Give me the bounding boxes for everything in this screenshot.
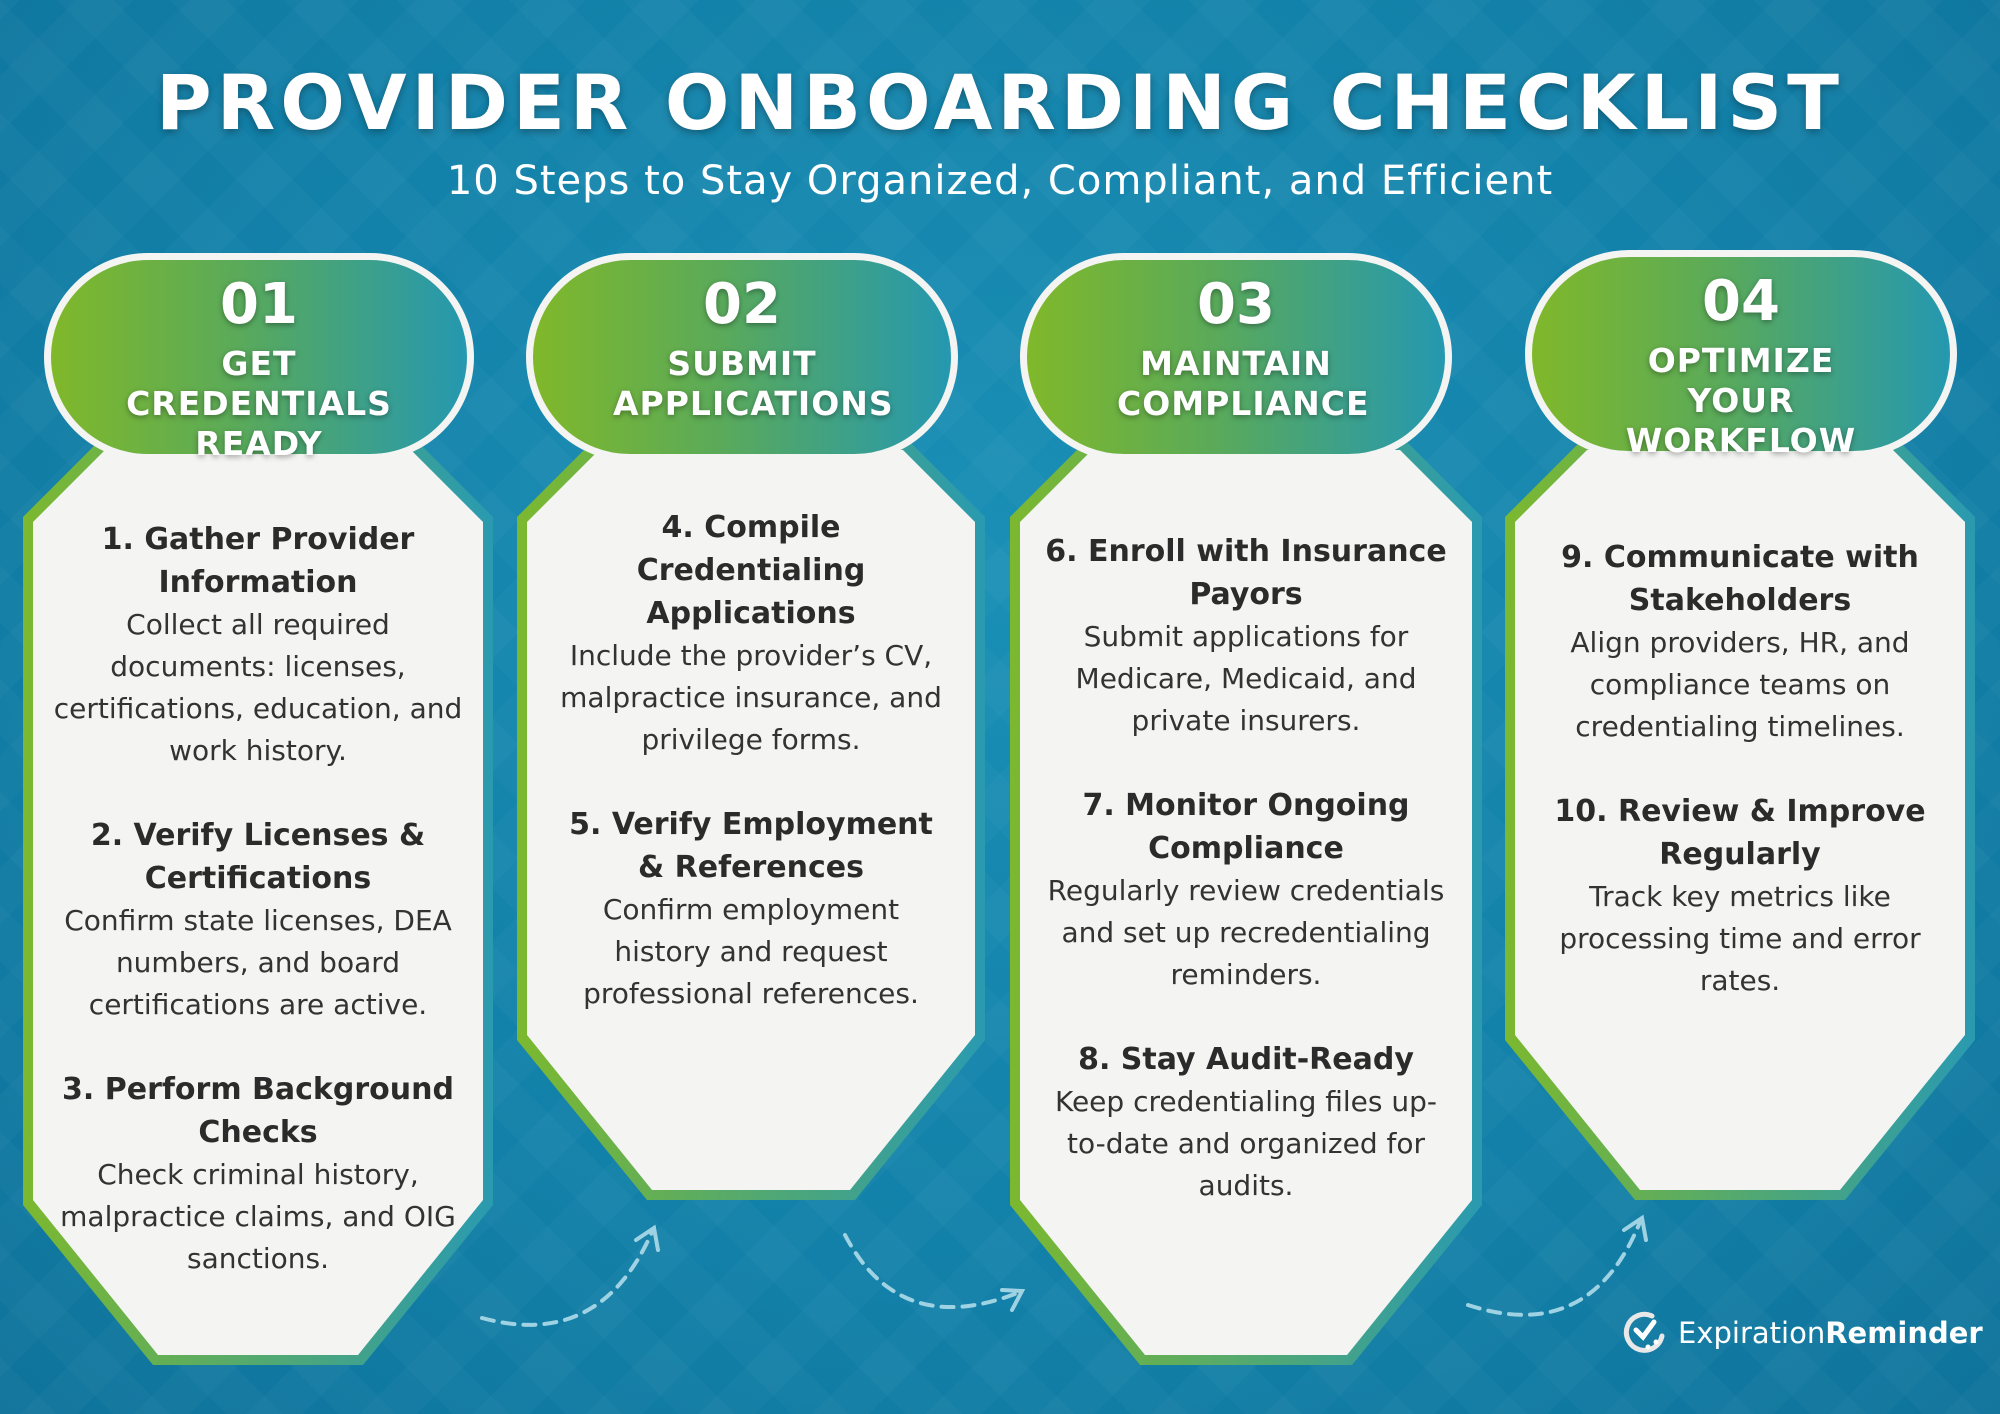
step-text: Track key metrics like processing time a… [1559,880,1921,997]
arrowhead-3 [1622,1214,1648,1242]
step-text: Submit applications for Medicare, Medica… [1075,620,1417,737]
step-title: 3. Perform Background Checks [62,1072,454,1150]
arrowhead-2 [1000,1288,1026,1312]
step-text: Check criminal history, malpractice clai… [60,1158,456,1275]
page-subtitle: 10 Steps to Stay Organized, Compliant, a… [446,158,1554,204]
step-title: 5. Verify Employment & References [569,807,933,885]
page-title: PROVIDER ONBOARDING CHECKLIST [156,58,1844,147]
phase-label: SUBMIT APPLICATIONS [613,344,894,423]
step-title: 8. Stay Audit-Ready [1078,1042,1414,1077]
step-text: Collect all required documents: licenses… [53,608,463,767]
phase-number: 01 [220,272,298,337]
arrow-3-4 [1466,1220,1642,1317]
phase-label: OPTIMIZE YOUR WORKFLOW [1625,341,1857,460]
step-text: Align providers, HR, and compliance team… [1570,626,1910,743]
step-text: Include the provider’s CV, malpractice i… [560,639,942,756]
step-text: Confirm state licenses, DEA numbers, and… [64,904,452,1021]
step-title: 2. Verify Licenses & Certifications [90,818,426,896]
logo-text-bold: Reminder [1825,1316,1983,1350]
step-text: Keep credentialing files up-to-date and … [1054,1085,1437,1202]
step-title: 6. Enroll with Insurance Payors [1045,534,1447,612]
phase-number: 02 [703,272,781,337]
phase-label: GET CREDENTIALS READY [126,344,392,463]
step-title: 4. Compile Credentialing Applications [636,510,866,631]
arrow-2-3 [843,1233,1022,1310]
phase-number: 03 [1197,272,1275,337]
step-text: Confirm employment history and request p… [583,893,919,1010]
arrowhead-1 [634,1224,660,1252]
phase-label: MAINTAIN COMPLIANCE [1117,344,1370,423]
step-title: 7. Monitor Ongoing Compliance [1082,788,1410,866]
step-title: 1. Gather Provider Information [101,522,415,600]
step-text: Regularly review credentials and set up … [1047,874,1445,991]
clock-check-icon [1623,1311,1665,1353]
arrow-1-2 [480,1230,654,1327]
step-title: 9. Communicate with Stakeholders [1561,540,1919,618]
logo-text-light: Expiration [1678,1316,1826,1350]
step-title: 10. Review & Improve Regularly [1554,794,1926,872]
phase-number: 04 [1702,269,1780,334]
